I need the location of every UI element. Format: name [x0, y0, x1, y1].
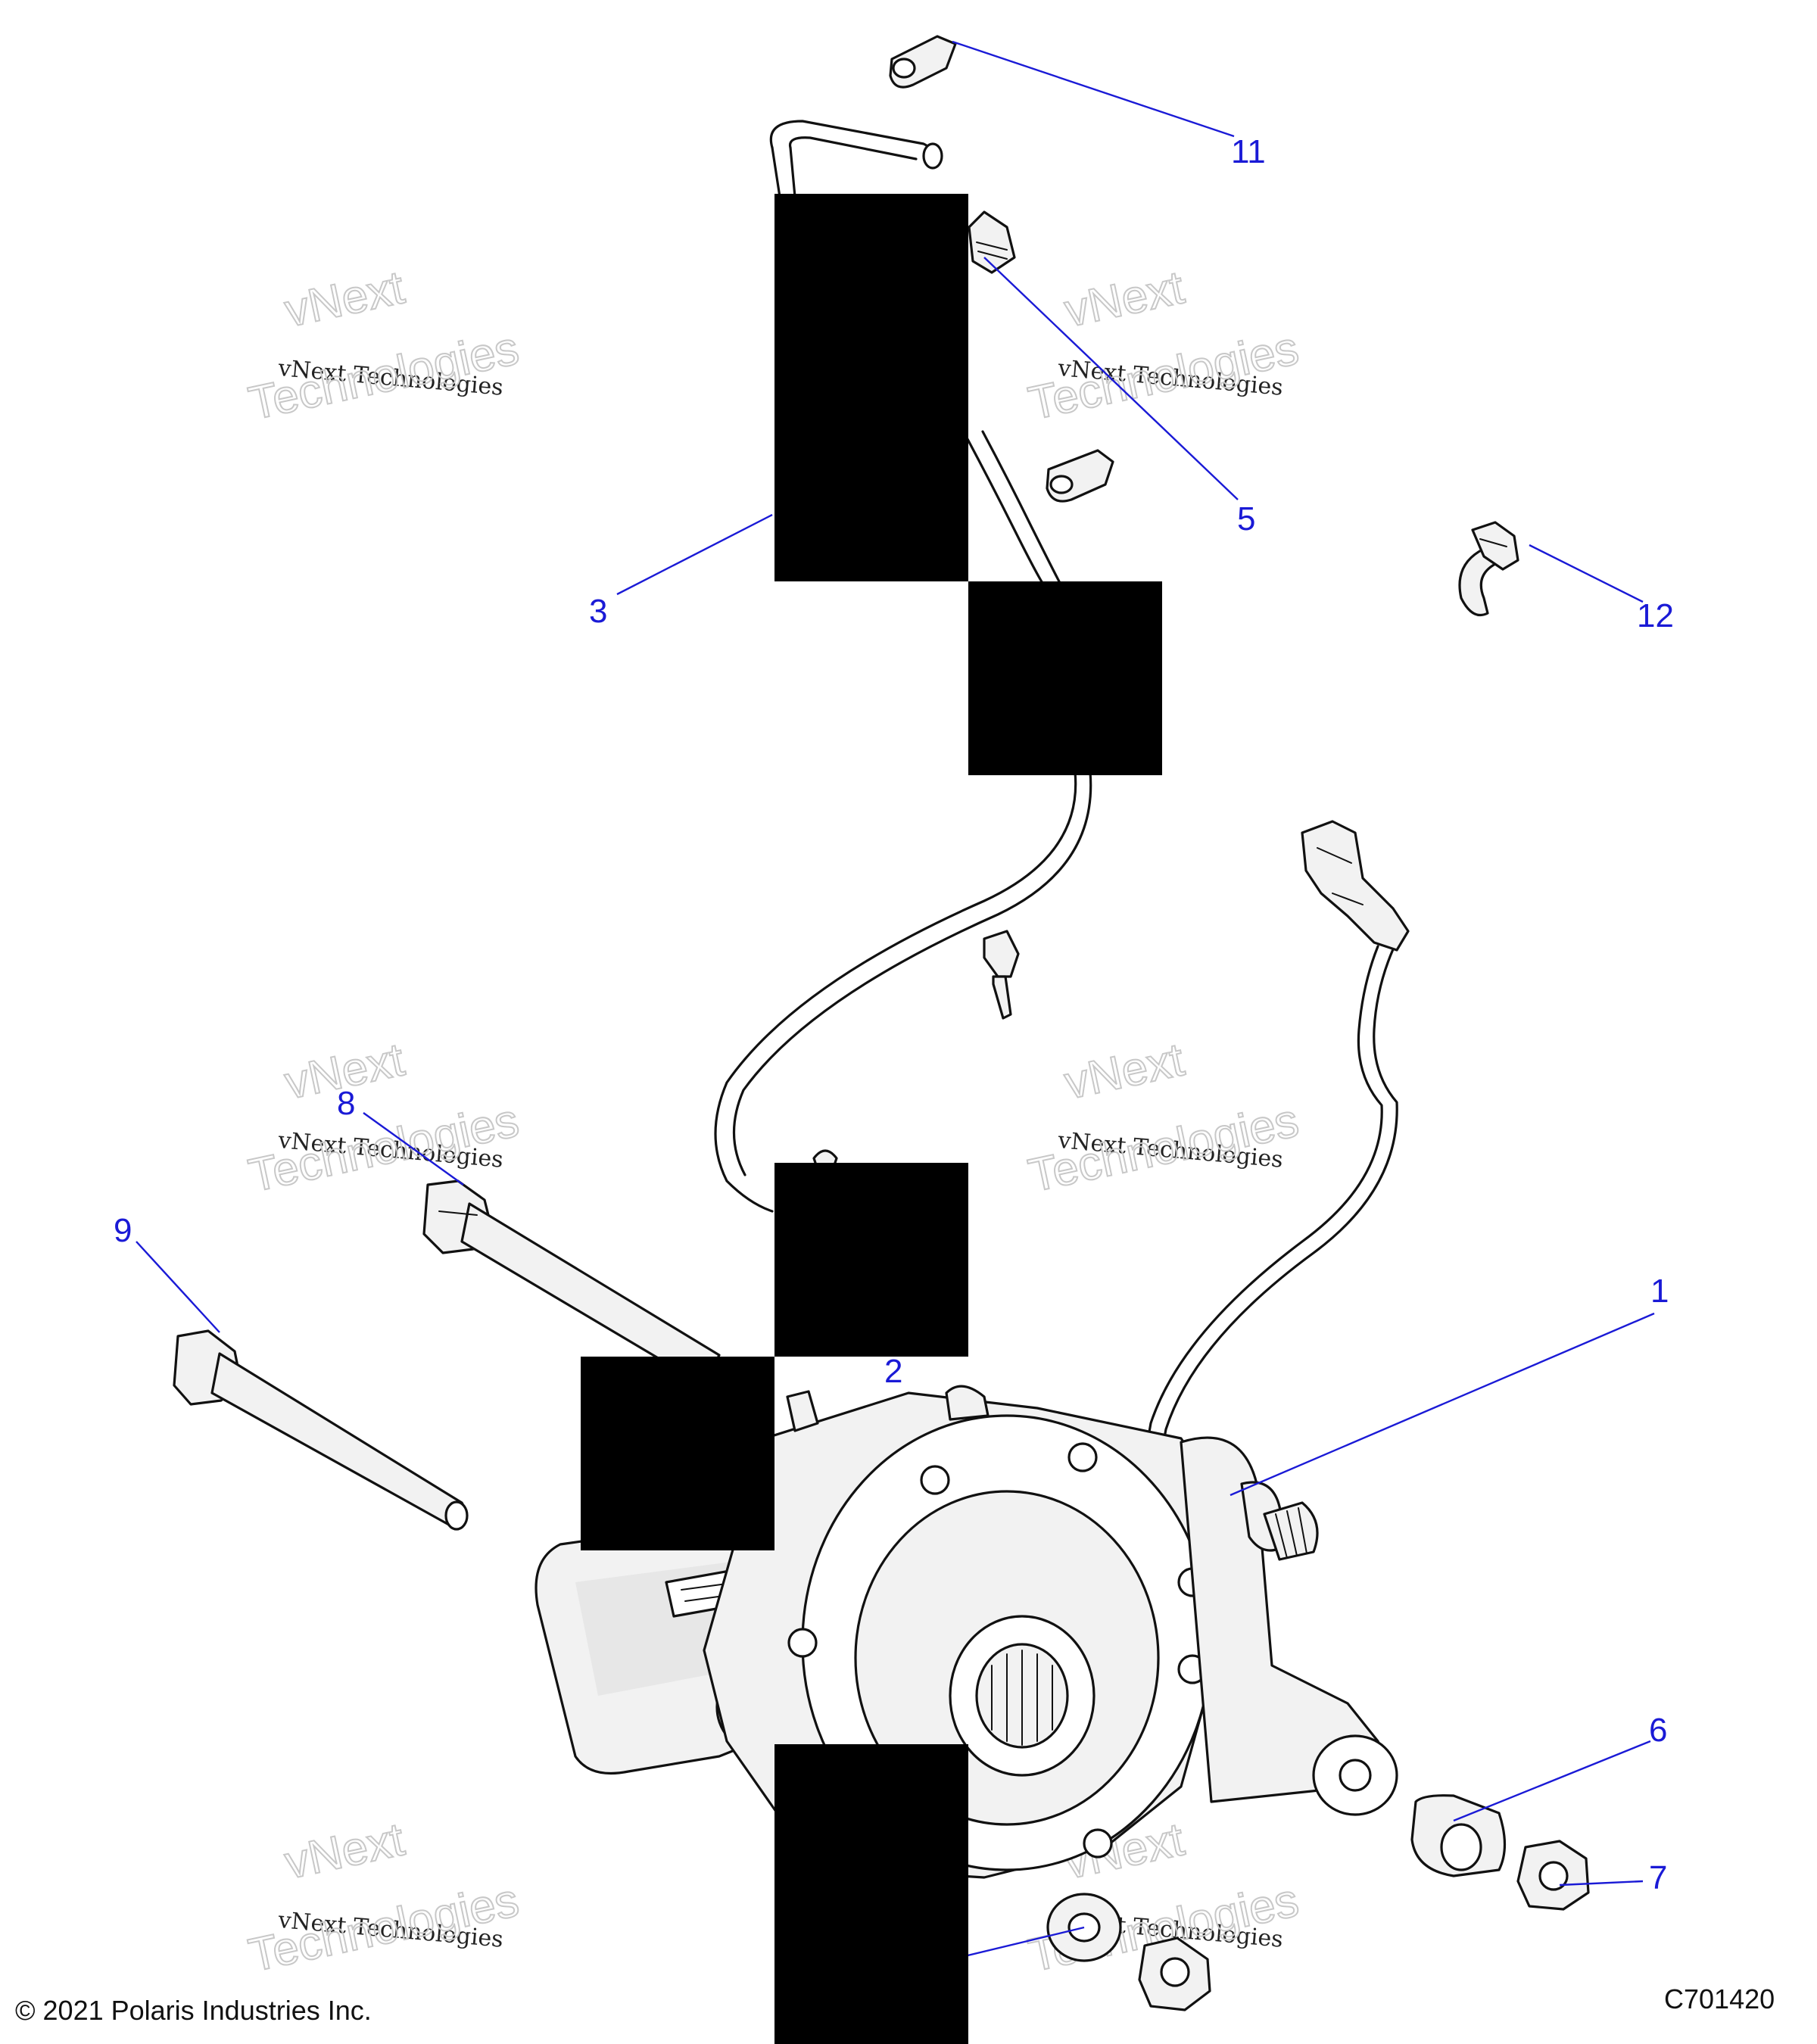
spacer-part-6 — [1410, 1794, 1507, 1877]
leader-12 — [1529, 544, 1644, 603]
diagram-code: C701420 — [1664, 1983, 1775, 2014]
leader-3 — [616, 513, 773, 596]
leader-lower — [961, 1926, 1085, 1958]
nut-part-7 — [1516, 1840, 1590, 1911]
clip-part-11 — [889, 35, 957, 89]
leader-7 — [1559, 1880, 1644, 1887]
vent-hose-part-3 — [714, 120, 1092, 1213]
callout-1: 1 — [1650, 1273, 1669, 1310]
fitting-part-5 — [968, 210, 1016, 274]
redaction-block-2 — [968, 581, 1162, 775]
leader-6 — [1453, 1740, 1651, 1822]
redaction-block-3 — [774, 1163, 968, 1357]
callout-3: 3 — [589, 593, 607, 630]
svg-text:vNext: vNext — [280, 261, 408, 337]
callout-7: 7 — [1649, 1859, 1667, 1896]
leader-lines — [136, 40, 1655, 1958]
svg-text:Technologies: Technologies — [245, 322, 523, 430]
bolt-part-9 — [173, 1329, 469, 1531]
svg-text:vNext: vNext — [1060, 1033, 1188, 1109]
watermark-mid-left: vNext vNext Technologies Technologies — [244, 1033, 524, 1203]
leader-1 — [1230, 1312, 1655, 1497]
redaction-block-1 — [774, 194, 968, 581]
leader-5 — [983, 257, 1239, 500]
hose-clip-center — [983, 930, 1020, 1020]
svg-text:vNext: vNext — [280, 1813, 408, 1889]
callout-6: 6 — [1649, 1712, 1667, 1749]
watermark-top-left: vNext vNext Technologies Technologies — [244, 260, 524, 431]
leader-9 — [136, 1241, 220, 1333]
watermark-top-right: vNext vNext Technologies Technologies — [1024, 260, 1304, 431]
watermark-bottom-left: vNext vNext Technologies Technologies — [244, 1812, 524, 1983]
svg-text:Technologies: Technologies — [245, 1094, 523, 1202]
svg-text:vNext: vNext — [1060, 261, 1188, 337]
watermark-mid-right: vNext vNext Technologies Technologies — [1024, 1033, 1304, 1203]
svg-text:Technologies: Technologies — [1024, 322, 1303, 430]
callout-2: 2 — [884, 1353, 902, 1390]
hose-clamp-part-12 — [1458, 521, 1519, 617]
bolt-part-8 — [422, 1179, 721, 1387]
copyright-notice: © 2021 Polaris Industries Inc. — [15, 1995, 372, 2026]
leader-11 — [952, 40, 1235, 138]
callout-12-label: 12 — [1637, 597, 1674, 634]
svg-text:Technologies: Technologies — [245, 1874, 523, 1982]
redaction-block-5 — [774, 1744, 968, 2044]
callout-9: 9 — [114, 1212, 132, 1249]
callout-5: 5 — [1237, 500, 1255, 537]
callout-8: 8 — [337, 1085, 355, 1122]
hose-clip-small — [1046, 449, 1114, 503]
svg-text:Technologies: Technologies — [1024, 1094, 1303, 1202]
nut-lower — [1138, 1937, 1211, 2011]
leader-8 — [363, 1112, 464, 1186]
callout-11: 11 — [1231, 133, 1266, 170]
redaction-block-4 — [581, 1357, 774, 1550]
callout-labels: 11 5 3 12 12 8 9 2 1 6 7 — [114, 133, 1674, 1896]
redaction-blocks — [581, 194, 1162, 2044]
